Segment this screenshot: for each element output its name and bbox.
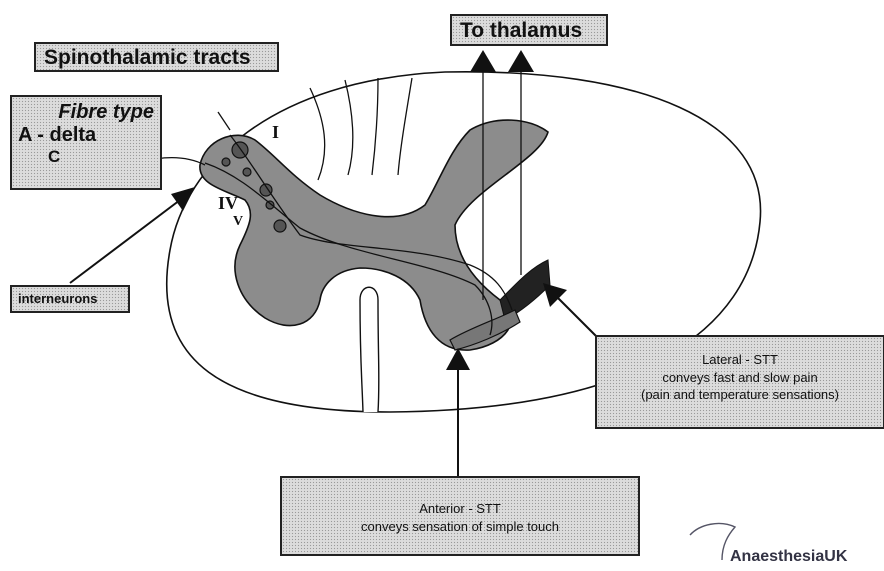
lamina-v-label: V (233, 214, 243, 230)
fibre-c-label: C (18, 147, 154, 167)
fibre-type-heading: Fibre type (18, 101, 154, 124)
lateral-stt-desc: conveys fast and slow pain (601, 369, 879, 387)
interneurons-arrow-line (70, 200, 180, 283)
anterior-arrowhead (446, 348, 470, 370)
diagram-title: Spinothalamic tracts (34, 42, 279, 72)
anterior-median-fissure (360, 287, 379, 412)
anterior-stt-box: Anterior - STT conveys sensation of simp… (280, 476, 640, 556)
thalamus-arrow-left (470, 50, 496, 72)
interneurons-label: interneurons (10, 285, 130, 313)
lateral-stt-title: Lateral - STT (601, 351, 879, 369)
to-thalamus-label: To thalamus (450, 14, 608, 46)
anterior-stt-title: Anterior - STT (286, 500, 634, 518)
lamina-iv-label: IV (218, 193, 238, 214)
logo-swoosh-icon (690, 524, 735, 560)
lamina-i-label: I (272, 122, 279, 143)
fibre-type-box: Fibre type A - delta C (10, 95, 162, 190)
anterior-stt-desc: conveys sensation of simple touch (286, 518, 634, 536)
lateral-stt-box: Lateral - STT conveys fast and slow pain… (595, 335, 884, 429)
lateral-stt-tract (500, 260, 550, 320)
interneurons-arrowhead (171, 187, 195, 211)
lateral-stt-note: (pain and temperature sensations) (601, 386, 879, 404)
fibre-a-delta-label: A - delta (18, 124, 154, 147)
thalamus-arrow-right (508, 50, 534, 72)
anaesthesia-uk-logo: AnaesthesiaUK (730, 548, 847, 566)
